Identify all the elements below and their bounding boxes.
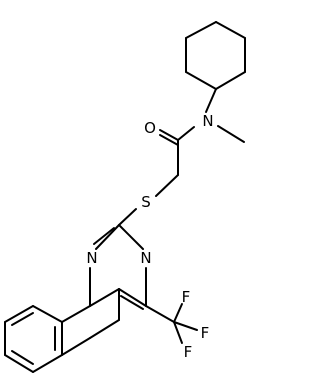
bond bbox=[120, 295, 144, 310]
bond bbox=[93, 227, 115, 245]
bond bbox=[159, 129, 179, 141]
bond bbox=[89, 319, 120, 339]
bond bbox=[185, 71, 217, 90]
bond bbox=[118, 208, 137, 226]
bond bbox=[145, 305, 175, 323]
bond bbox=[61, 337, 91, 356]
atom-label-s-thioether: S bbox=[141, 193, 151, 211]
bond bbox=[155, 174, 179, 197]
benzene-ring bbox=[4, 305, 63, 373]
atom-label-o-carbonyl: O bbox=[144, 119, 156, 137]
chemical-structure: N O S N N F F F bbox=[4, 21, 246, 373]
bond bbox=[215, 71, 246, 90]
bond bbox=[177, 126, 195, 141]
atom-label-n-amide: N bbox=[202, 112, 213, 130]
bond bbox=[205, 88, 217, 113]
bond bbox=[185, 21, 217, 39]
bond bbox=[173, 303, 183, 323]
bond bbox=[61, 305, 91, 323]
atom-label-n-pyrimidine-right: N bbox=[140, 249, 151, 267]
dihydro-ring bbox=[61, 288, 120, 356]
bond bbox=[11, 312, 34, 326]
bond bbox=[215, 21, 246, 39]
bond bbox=[89, 288, 120, 307]
pyrimidine-ring bbox=[89, 224, 147, 310]
bond bbox=[118, 288, 147, 307]
bond bbox=[217, 125, 245, 143]
atom-label-n-pyrimidine-left: N bbox=[86, 249, 97, 267]
bond bbox=[4, 354, 34, 373]
bond bbox=[32, 305, 63, 323]
bond bbox=[11, 350, 34, 365]
trifluoromethyl-group bbox=[145, 303, 198, 344]
bond bbox=[173, 321, 198, 331]
bond bbox=[173, 321, 183, 344]
amide-group bbox=[155, 88, 245, 197]
bond bbox=[159, 134, 179, 146]
bond bbox=[118, 224, 144, 250]
atom-label-f-right: F bbox=[201, 324, 210, 342]
bond bbox=[95, 224, 120, 250]
atom-label-f-top: F bbox=[182, 288, 191, 306]
thioether-link bbox=[118, 208, 137, 226]
cyclohexane-ring bbox=[185, 21, 246, 90]
atom-label-f-bottom: F bbox=[184, 343, 193, 361]
bond bbox=[32, 354, 63, 373]
bond bbox=[4, 305, 34, 323]
